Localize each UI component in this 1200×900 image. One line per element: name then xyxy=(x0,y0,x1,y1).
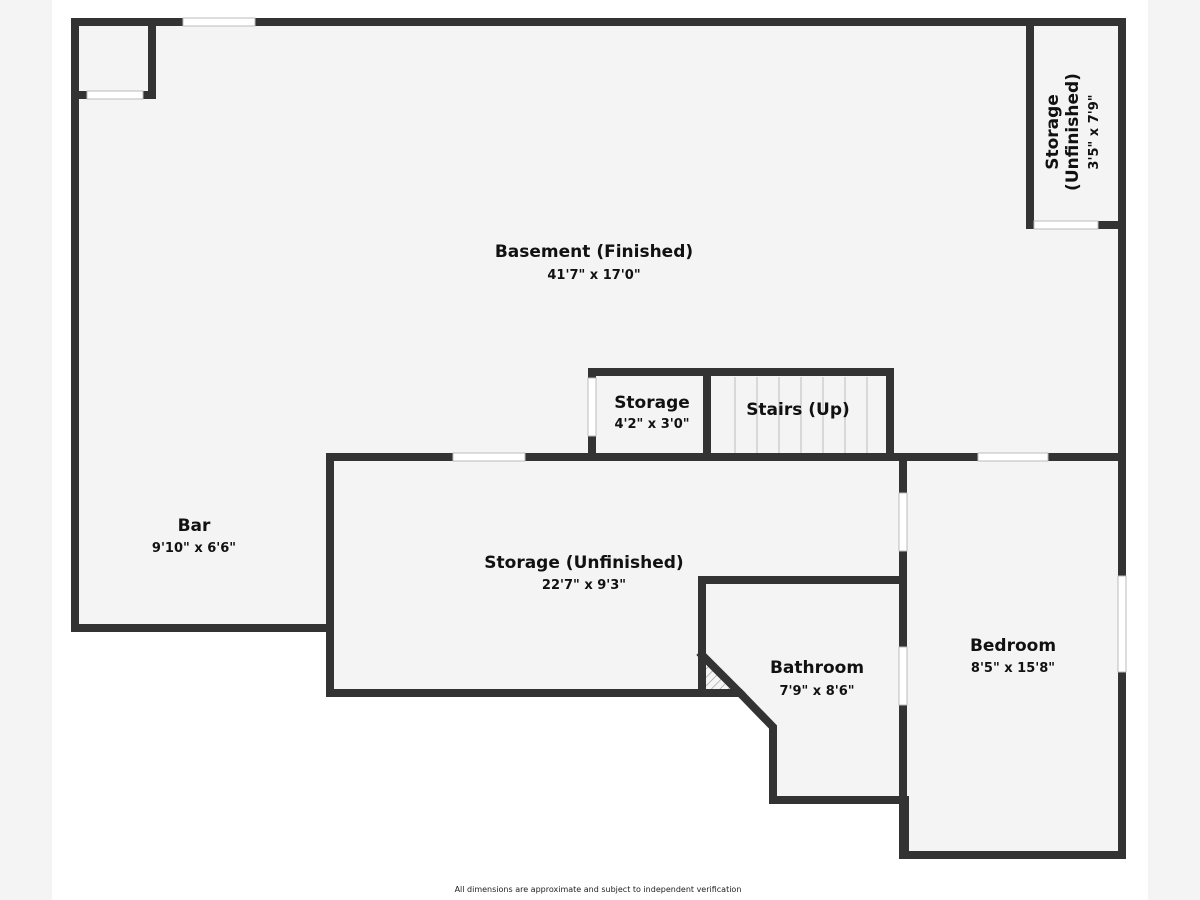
closet-door xyxy=(86,90,144,100)
stair-treads xyxy=(734,377,868,453)
storage-small-name: Storage xyxy=(614,393,690,413)
bar-dims: 9'10" x 6'6" xyxy=(152,541,236,556)
storage-right-name-2: (Unfinished) xyxy=(1063,73,1083,191)
storage-right-name-1: Storage xyxy=(1043,94,1063,170)
outer-wall xyxy=(71,18,1126,859)
storage-small-door xyxy=(587,377,597,437)
bathroom-dims: 7'9" x 8'6" xyxy=(779,684,854,699)
storage-right-door xyxy=(1033,220,1099,230)
bedroom-name: Bedroom xyxy=(970,636,1056,656)
basement-floor xyxy=(75,22,1122,628)
storage-unfinished-name: Storage (Unfinished) xyxy=(484,553,683,573)
bathroom-floor xyxy=(700,580,905,803)
bathroom-angled-wall xyxy=(696,649,746,699)
bar-name: Bar xyxy=(178,516,211,536)
window-bedroom-right xyxy=(1117,575,1127,673)
bedroom-left-door xyxy=(898,492,908,552)
openings xyxy=(86,17,1127,706)
room-floors xyxy=(75,22,1122,855)
bedroom-dims: 8'5" x 15'8" xyxy=(971,661,1055,676)
bathroom-door xyxy=(898,646,908,706)
bathroom-name: Bathroom xyxy=(770,658,864,678)
storage-right-dims: 3'5" x 7'9" xyxy=(1087,94,1102,169)
storage-small-dims: 4'2" x 3'0" xyxy=(614,417,689,432)
disclaimer: All dimensions are approximate and subje… xyxy=(455,885,742,894)
storage-unfinished-dims: 22'7" x 9'3" xyxy=(542,578,626,593)
bedroom-floor xyxy=(905,455,1122,855)
basement-dims: 41'7" x 17'0" xyxy=(547,268,640,283)
stairs-name: Stairs (Up) xyxy=(746,400,850,420)
basement-name: Basement (Finished) xyxy=(495,242,693,262)
storage-unfinished-door xyxy=(452,452,526,462)
bedroom-top-door xyxy=(977,452,1049,462)
window-top xyxy=(182,17,256,27)
